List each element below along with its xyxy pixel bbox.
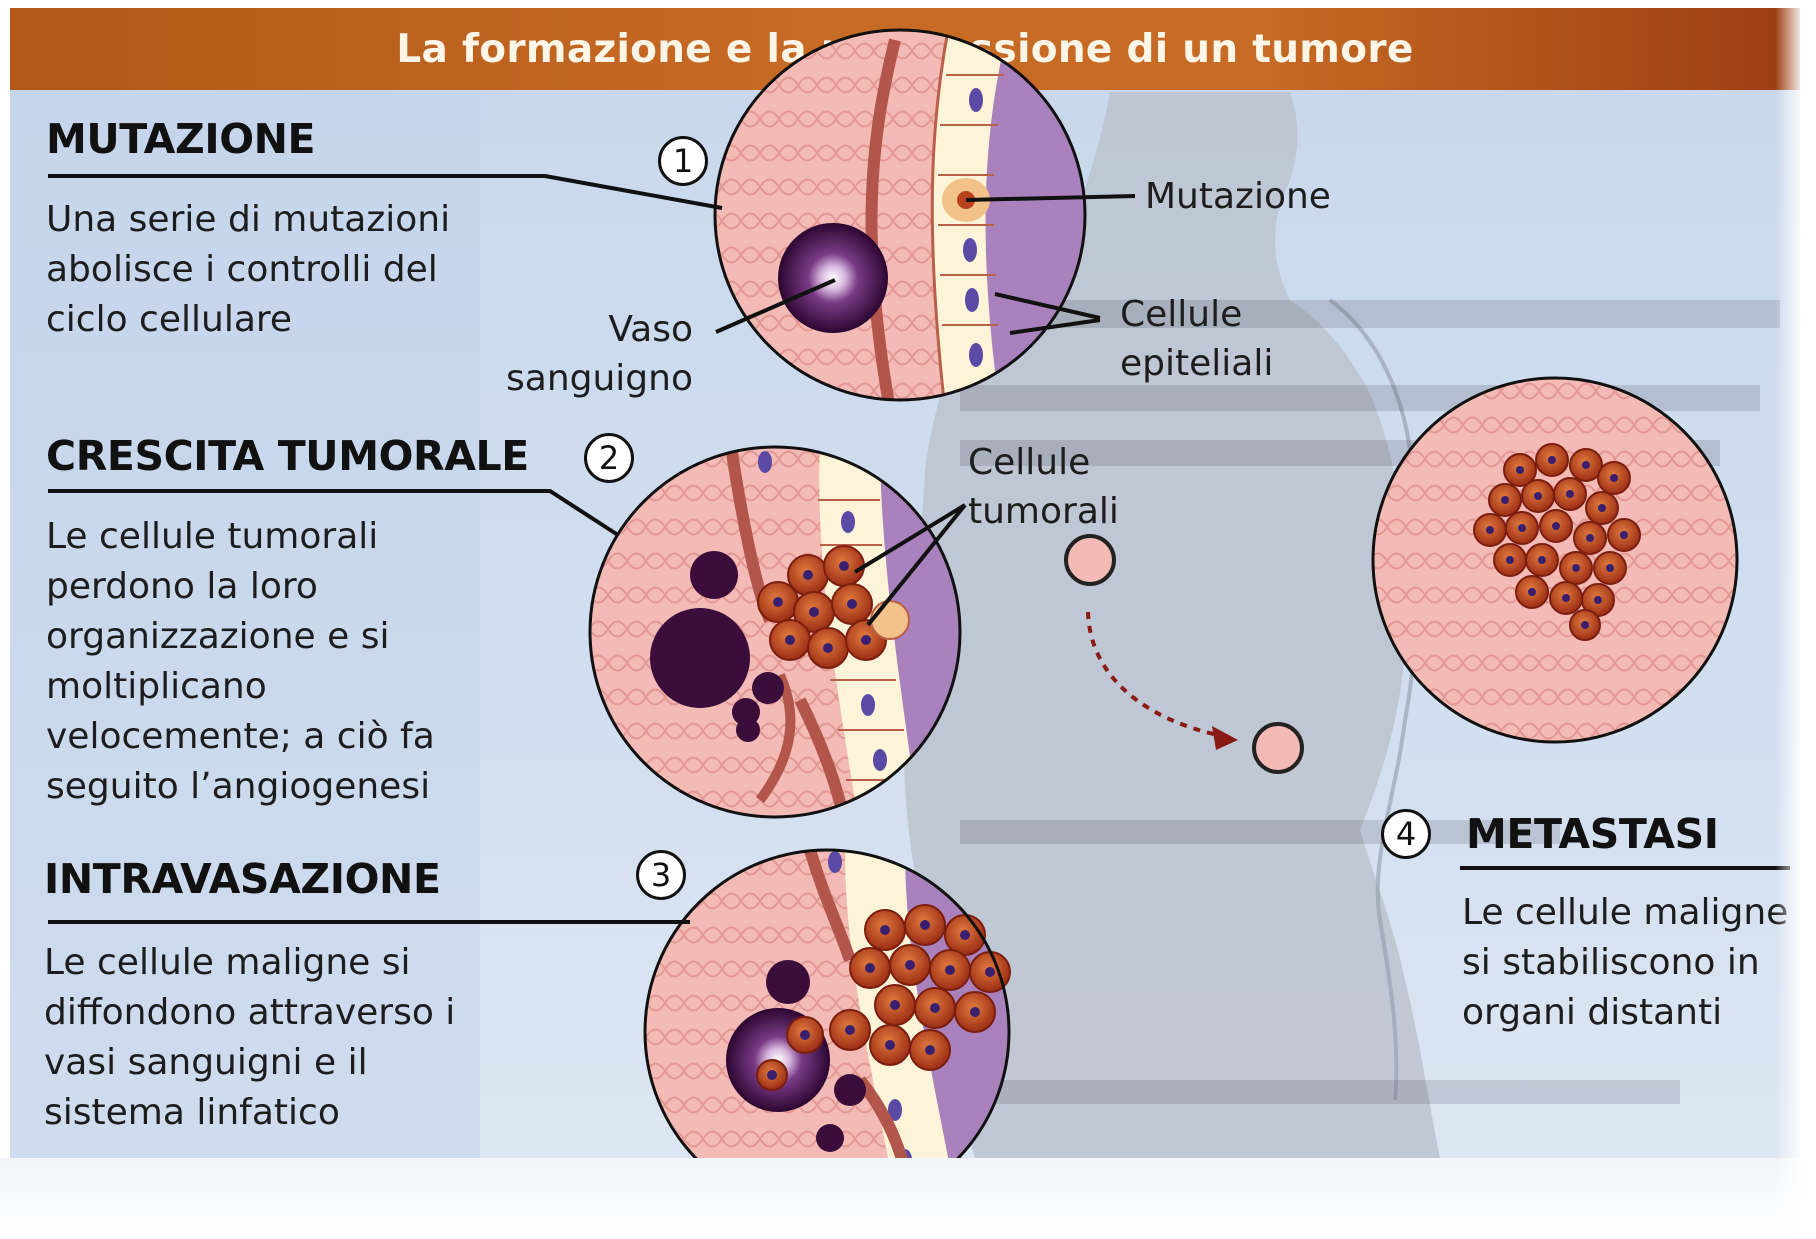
primary-site-marker (1066, 536, 1114, 584)
tumor-cells-label: Cellule tumorali (968, 438, 1119, 536)
step-2-badge: 2 (584, 433, 634, 483)
tumor-growth-heading: CRESCITA TUMORALE (46, 432, 529, 480)
tumor-growth-description: Le cellule tumorali perdono la loro orga… (46, 512, 435, 812)
metastasis-circle (1373, 378, 1737, 742)
metastasis-heading: METASTASI (1466, 810, 1719, 858)
intravasation-description: Le cellule maligne si diffondono attrave… (44, 938, 455, 1138)
page-edge (1775, 8, 1816, 1239)
metastasis-site-marker (1254, 724, 1302, 772)
page-margin (0, 1158, 1816, 1239)
blood-vessel-label: Vaso sanguigno (483, 305, 693, 403)
intravasation-heading: INTRAVASAZIONE (44, 855, 441, 903)
epithelial-cells-label: Cellule epiteliali (1120, 290, 1273, 388)
step-3-badge: 3 (636, 850, 686, 900)
mutation-label: Mutazione (1145, 172, 1331, 221)
step-1-badge: 1 (658, 136, 708, 186)
mutation-heading: MUTAZIONE (46, 115, 315, 163)
metastasis-description: Le cellule maligne si stabiliscono in or… (1462, 888, 1788, 1038)
mutation-description: Una serie di mutazioni abolisce i contro… (46, 195, 450, 345)
step-4-badge: 4 (1381, 809, 1431, 859)
